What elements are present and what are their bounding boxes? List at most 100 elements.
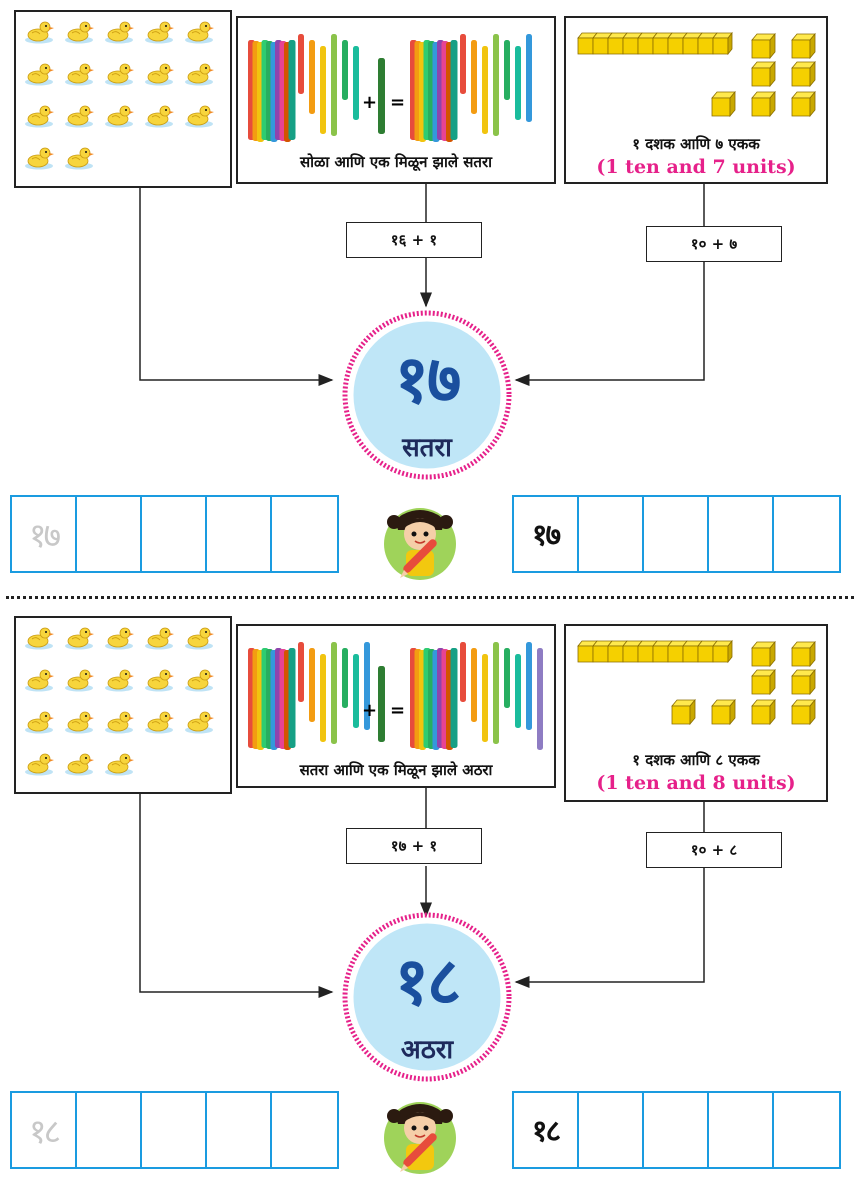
duck-icon [184, 708, 214, 734]
svg-text:+: + [362, 700, 377, 721]
sticks-caption: सोळा आणि एक मिळून झाले सतरा [300, 153, 492, 171]
duck-icon [24, 18, 54, 44]
sticks-panel: += सोळा आणि एक मिळून झाले सतरा [236, 16, 556, 184]
number-word: सतरा [402, 433, 452, 463]
tracing-grid: १७ [10, 495, 339, 573]
duck-icon [24, 666, 54, 692]
duck-icon [64, 18, 94, 44]
duck-icon [144, 624, 174, 650]
blocks-panel: १ दशक आणि ७ एकक (1 ten and 7 units) [564, 16, 828, 184]
equation-left: १६ + १ [346, 222, 482, 258]
writing-cell[interactable] [77, 1093, 142, 1167]
equation-left: १७ + १ [346, 828, 482, 864]
duck-icon [144, 666, 174, 692]
writing-grid: १७ [512, 495, 841, 573]
section-18: += सतरा आणि एक मिळून झाले अठरा १ दशक आणि… [0, 608, 862, 1198]
duck-icon [64, 624, 94, 650]
equation-right: १० + ८ [646, 832, 782, 868]
writing-cell[interactable] [709, 497, 774, 571]
big-number: १८ [394, 943, 462, 1020]
writing-cell[interactable] [77, 497, 142, 571]
trace-number: १७ [28, 516, 61, 556]
duck-icon [104, 624, 134, 650]
blocks-caption-english: (1 ten and 7 units) [596, 156, 796, 178]
trace-cell[interactable]: १७ [12, 497, 77, 571]
connector-lines [139, 788, 705, 998]
duck-icon [184, 102, 214, 128]
duck-icon [104, 102, 134, 128]
big-number: १७ [394, 341, 462, 418]
duck-icon [24, 624, 54, 650]
duck-icon [184, 666, 214, 692]
duck-icon [24, 60, 54, 86]
svg-text:=: = [390, 700, 405, 721]
example-cell: १८ [514, 1093, 579, 1167]
svg-text:+: + [362, 92, 377, 113]
number-word: अठरा [400, 1035, 454, 1065]
ducks-panel [14, 616, 232, 794]
duck-icon [24, 144, 54, 170]
girl-with-pencil-icon [384, 1102, 456, 1174]
duck-icon [64, 750, 94, 776]
connector-lines [139, 184, 705, 386]
duck-icon [144, 18, 174, 44]
writing-cell[interactable] [709, 1093, 774, 1167]
trace-cell[interactable]: १८ [12, 1093, 77, 1167]
duck-icon [104, 18, 134, 44]
example-cell: १७ [514, 497, 579, 571]
badge-circle [342, 912, 512, 1082]
duck-icon [104, 708, 134, 734]
duck-icon [144, 102, 174, 128]
writing-cell[interactable] [272, 1093, 337, 1167]
trace-number: १८ [28, 1112, 61, 1152]
duck-icon [144, 708, 174, 734]
duck-icon [184, 18, 214, 44]
equation-right: १० + ७ [646, 226, 782, 262]
duck-icon [64, 144, 94, 170]
writing-cell[interactable] [142, 497, 207, 571]
sticks-caption: सतरा आणि एक मिळून झाले अठरा [299, 761, 493, 779]
writing-cell[interactable] [774, 1093, 839, 1167]
duck-icon [184, 624, 214, 650]
duck-icon [184, 60, 214, 86]
blocks-caption: १ दशक आणि ८ एकक [632, 751, 760, 769]
writing-cell[interactable] [207, 497, 272, 571]
section-17: += सोळा आणि एक मिळून झाले सतरा १ दशक आणि… [0, 0, 862, 590]
writing-cell[interactable] [644, 497, 709, 571]
duck-icon [104, 750, 134, 776]
base-ten-blocks [577, 31, 816, 118]
written-number: १८ [531, 1114, 561, 1149]
badge-circle [342, 310, 512, 480]
duck-icon [24, 750, 54, 776]
base-ten-blocks [577, 639, 816, 726]
duck-icon [24, 102, 54, 128]
blocks-caption-english: (1 ten and 8 units) [596, 772, 796, 794]
writing-cell[interactable] [579, 497, 644, 571]
girl-with-pencil-icon [384, 508, 456, 580]
duck-icon [104, 666, 134, 692]
writing-cell[interactable] [142, 1093, 207, 1167]
writing-cell[interactable] [774, 497, 839, 571]
writing-grid: १८ [512, 1091, 841, 1169]
sticks-illustration: += [248, 642, 543, 750]
duck-icon [64, 60, 94, 86]
duck-icon [144, 60, 174, 86]
duck-icon [64, 102, 94, 128]
writing-cell[interactable] [644, 1093, 709, 1167]
sticks-illustration: += [248, 34, 532, 142]
written-number: १७ [531, 518, 561, 553]
writing-cell[interactable] [272, 497, 337, 571]
blocks-panel: १ दशक आणि ८ एकक (1 ten and 8 units) [564, 624, 828, 802]
number-badge: १७ सतरा [342, 310, 512, 480]
writing-cell[interactable] [579, 1093, 644, 1167]
tracing-grid: १८ [10, 1091, 339, 1169]
number-badge: १८ अठरा [342, 912, 512, 1082]
writing-cell[interactable] [207, 1093, 272, 1167]
sticks-panel: += सतरा आणि एक मिळून झाले अठरा [236, 624, 556, 788]
dotted-divider [6, 596, 854, 599]
duck-icon [24, 708, 54, 734]
duck-icon [64, 666, 94, 692]
svg-text:=: = [390, 92, 405, 113]
duck-icon [104, 60, 134, 86]
blocks-caption: १ दशक आणि ७ एकक [632, 135, 760, 153]
